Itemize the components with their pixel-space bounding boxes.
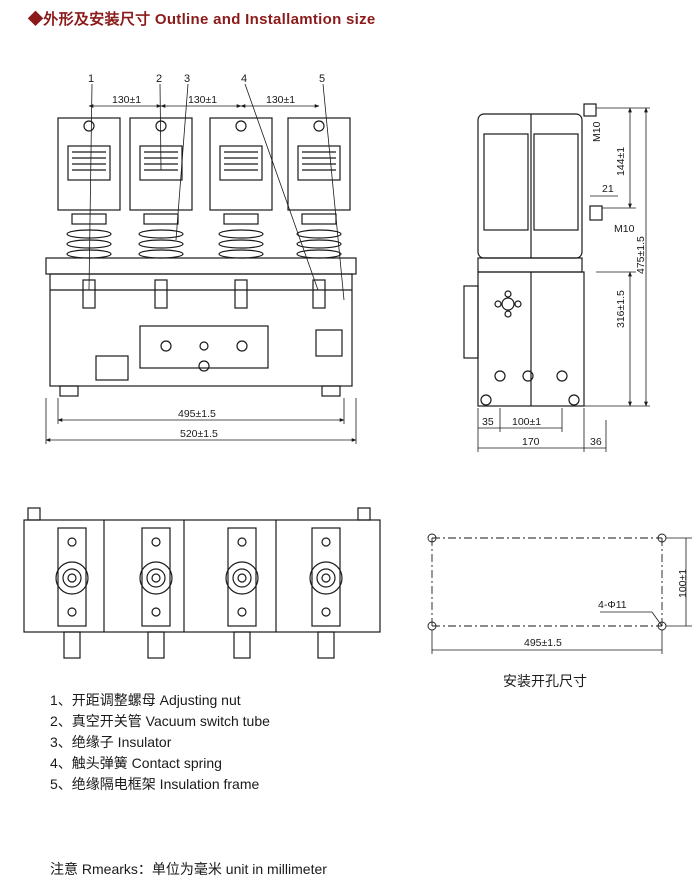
mounting-caption: 安装开孔尺寸 bbox=[503, 673, 587, 689]
parts-legend: 1、开距调整螺母 Adjusting nut 2、真空开关管 Vacuum sw… bbox=[50, 690, 270, 795]
leader-label-4: 4 bbox=[241, 73, 247, 85]
dim-316: 316±1.5 bbox=[615, 290, 627, 328]
dim-36: 36 bbox=[590, 436, 602, 448]
legend-item: 5、绝缘隔电框架 Insulation frame bbox=[50, 776, 260, 792]
width-dims bbox=[45, 398, 357, 444]
pole-1 bbox=[57, 117, 121, 259]
leader-label-3: 3 bbox=[184, 73, 190, 85]
dim-144: 144±1 bbox=[615, 147, 627, 176]
pitch-2: 130±1 bbox=[188, 94, 217, 106]
mounting-layout bbox=[427, 533, 692, 654]
dim-35: 35 bbox=[482, 416, 494, 428]
dim-170: 170 bbox=[522, 436, 540, 448]
mounting-holes: 4-Φ11 bbox=[598, 599, 627, 611]
width-inner: 495±1.5 bbox=[178, 408, 216, 420]
side-view bbox=[463, 103, 603, 407]
pitch-1: 130±1 bbox=[112, 94, 141, 106]
legend-item: 3、绝缘子 Insulator bbox=[50, 734, 172, 750]
dim-475: 475±1.5 bbox=[635, 236, 647, 274]
leader-label-2: 2 bbox=[156, 73, 162, 85]
dim-100: 100±1 bbox=[512, 416, 541, 428]
mounting-height: 100±1 bbox=[677, 569, 689, 598]
bolt-top-label: M10 bbox=[591, 121, 603, 142]
legend-item: 4、触头弹簧 Contact spring bbox=[50, 755, 222, 771]
front-leaders bbox=[88, 83, 345, 301]
dim-21: 21 bbox=[602, 183, 614, 195]
page-title: ◆外形及安装尺寸 Outline and Installamtion size bbox=[28, 11, 376, 28]
remarks-note: 注意 Rmearks：单位为毫米 unit in millimeter bbox=[50, 861, 327, 877]
side-dims bbox=[477, 107, 650, 452]
legend-item: 2、真空开关管 Vacuum switch tube bbox=[50, 713, 270, 729]
pitch-3: 130±1 bbox=[266, 94, 295, 106]
width-outer: 520±1.5 bbox=[180, 428, 218, 440]
leader-label-1: 1 bbox=[88, 73, 94, 85]
pole-4 bbox=[287, 117, 351, 259]
top-view bbox=[23, 507, 381, 659]
mounting-width: 495±1.5 bbox=[524, 637, 562, 649]
pole-3 bbox=[209, 117, 273, 259]
legend-item: 1、开距调整螺母 Adjusting nut bbox=[50, 692, 241, 708]
leader-label-5: 5 bbox=[319, 73, 325, 85]
bolt-bottom-label: M10 bbox=[614, 223, 635, 235]
front-view bbox=[45, 117, 357, 397]
